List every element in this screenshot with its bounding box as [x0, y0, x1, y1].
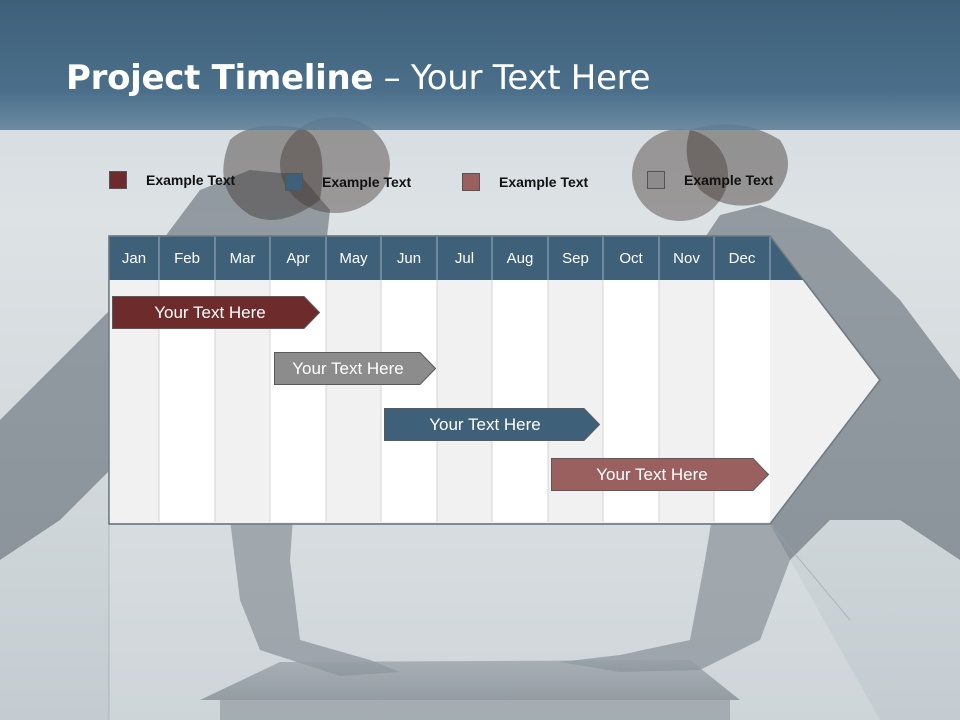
legend-swatch: [285, 173, 303, 191]
month-column: [437, 280, 492, 522]
task-arrow-shape: [384, 408, 600, 441]
month-label-dec: Dec: [728, 250, 756, 267]
month-label-jul: Jul: [454, 250, 475, 267]
legend-item: Example Text: [109, 170, 235, 190]
legend-item: Example Text: [285, 172, 411, 192]
legend-swatch: [647, 171, 665, 189]
task-bar: Your Text Here: [274, 352, 436, 385]
month-label-sep: Sep: [562, 250, 589, 267]
legend-item: Example Text: [647, 170, 773, 190]
legend-label: Example Text: [146, 172, 236, 188]
month-label-may: May: [339, 250, 368, 267]
month-label-jun: Jun: [396, 250, 422, 267]
legend-swatch: [109, 171, 127, 189]
month-label-jan: Jan: [121, 250, 147, 267]
task-label: Your Text Here: [292, 359, 404, 378]
task-arrow-shape: [274, 352, 436, 385]
task-bar: Your Text Here: [112, 296, 320, 329]
month-column: [492, 280, 548, 522]
task-arrow-shape: [112, 296, 320, 329]
legend-label: Example Text: [499, 174, 589, 190]
month-column: [381, 280, 437, 522]
month-label-apr: Apr: [286, 250, 310, 267]
title-rest: – Your Text Here: [373, 58, 651, 98]
month-label-nov: Nov: [673, 250, 700, 267]
task-label: Your Text Here: [596, 465, 708, 484]
month-label-aug: Aug: [506, 250, 534, 267]
task-arrow-shape: [551, 458, 769, 491]
legend-label: Example Text: [684, 172, 774, 188]
title-bar: [0, 0, 960, 130]
month-column: [326, 280, 381, 522]
task-label: Your Text Here: [429, 415, 541, 434]
task-bar: Your Text Here: [384, 408, 600, 441]
slide-title: Project Timeline – Your Text Here: [66, 58, 651, 98]
month-label-mar: Mar: [229, 250, 256, 267]
legend-item: Example Text: [462, 172, 588, 192]
title-bold: Project Timeline: [66, 58, 374, 98]
month-label-feb: Feb: [174, 250, 200, 267]
legend-label: Example Text: [322, 174, 412, 190]
legend-swatch: [462, 173, 480, 191]
task-label: Your Text Here: [154, 303, 266, 322]
task-bar: Your Text Here: [551, 458, 769, 491]
month-label-oct: Oct: [619, 250, 643, 267]
